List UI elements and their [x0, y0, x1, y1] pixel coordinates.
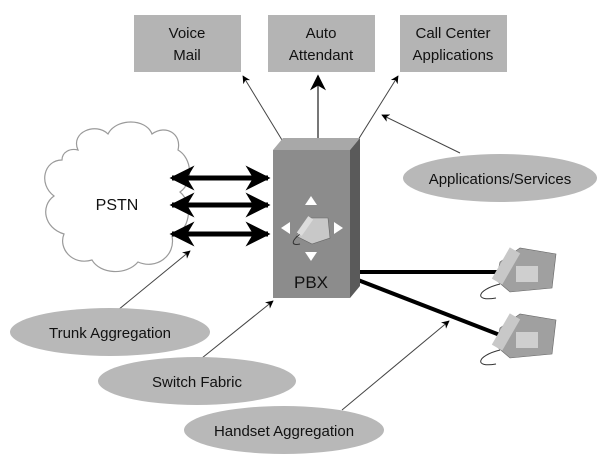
callout-switch-fabric: Switch Fabric — [98, 300, 296, 405]
up-arrow-icon — [305, 196, 317, 205]
handset-line — [357, 278, 506, 339]
down-arrow-icon — [305, 252, 317, 261]
pstn-cloud: PSTN — [44, 121, 191, 273]
handset-phone-1 — [480, 247, 557, 300]
arrow-to-call-center — [357, 75, 399, 141]
pbx-switch: PBX — [273, 138, 360, 298]
phone-icon — [292, 216, 331, 245]
service-label-line: Mail — [173, 47, 201, 64]
callout-handset-aggregation: Handset Aggregation — [184, 320, 450, 454]
callout-label: Handset Aggregation — [214, 423, 354, 440]
callout-label: Trunk Aggregation — [49, 325, 171, 342]
service-box-voice-mail: Voice Mail — [134, 15, 241, 72]
service-box-auto-attendant: Auto Attendant — [268, 15, 375, 72]
callout-applications-services: Applications/Services — [381, 114, 597, 202]
trunk-lines — [169, 165, 271, 247]
service-label-line: Auto — [306, 25, 337, 42]
pstn-label: PSTN — [96, 197, 139, 214]
pbx-label: PBX — [294, 273, 328, 292]
callout-label: Applications/Services — [429, 171, 572, 188]
right-arrow-icon — [334, 222, 343, 234]
arrow-to-voice-mail — [242, 75, 283, 141]
service-label-line: Call Center — [415, 25, 490, 42]
left-arrow-icon — [281, 222, 290, 234]
callout-label: Switch Fabric — [152, 374, 243, 391]
handset-phone-2 — [480, 313, 557, 366]
service-box-call-center: Call Center Applications — [400, 15, 507, 72]
callout-trunk-aggregation: Trunk Aggregation — [10, 250, 210, 356]
service-label-line: Applications — [413, 47, 494, 64]
service-label-line: Voice — [169, 25, 206, 42]
service-label-line: Attendant — [289, 47, 354, 64]
